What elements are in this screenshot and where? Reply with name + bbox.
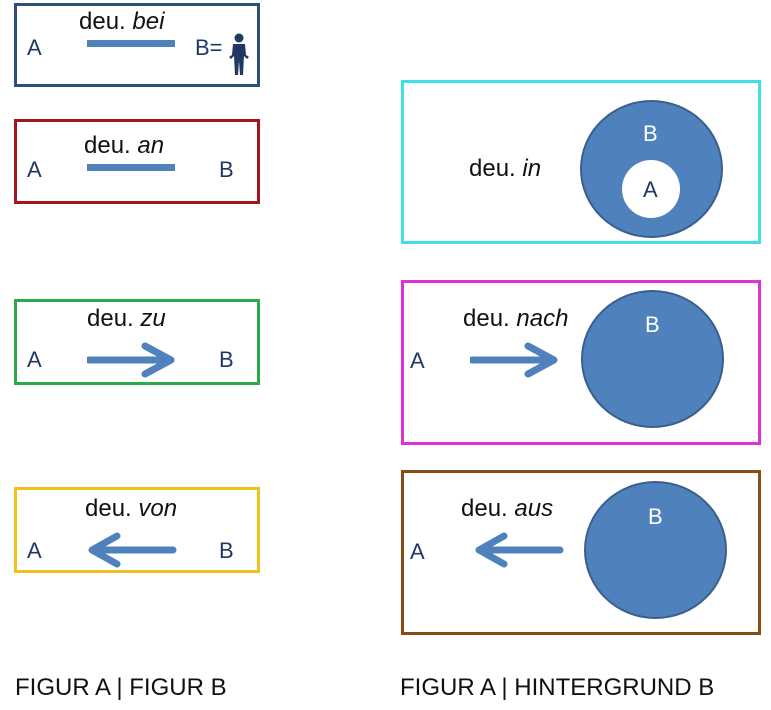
von-label: deu. von xyxy=(85,497,177,521)
zu-b: B xyxy=(219,347,234,372)
in-box: deu. in B A xyxy=(401,80,761,244)
bei-line xyxy=(87,40,175,47)
caption-left: FIGUR A | FIGUR B xyxy=(15,674,227,701)
an-b: B xyxy=(219,157,234,182)
nach-circle-label: B xyxy=(645,312,660,337)
zu-a: A xyxy=(27,347,42,372)
bei-box: deu. bei A B= xyxy=(14,3,260,87)
an-word: an xyxy=(137,132,165,159)
person-icon xyxy=(229,33,249,75)
von-a: A xyxy=(27,538,42,563)
aus-a: A xyxy=(410,539,425,564)
nach-word: nach xyxy=(516,305,569,332)
in-word: in xyxy=(522,155,542,182)
bei-a: A xyxy=(27,35,42,60)
bei-word: bei xyxy=(132,8,165,35)
von-arrow xyxy=(88,532,177,568)
aus-word: aus xyxy=(514,495,554,522)
in-circle-label: B xyxy=(643,121,658,146)
von-prefix: deu. xyxy=(85,495,132,522)
zu-arrow xyxy=(87,342,175,378)
bei-b: B= xyxy=(195,35,223,60)
an-prefix: deu. xyxy=(84,132,131,159)
an-a: A xyxy=(27,157,42,182)
bei-prefix: deu. xyxy=(79,8,126,35)
aus-box: deu. aus A B xyxy=(401,470,761,635)
zu-box: deu. zu A B xyxy=(14,299,260,385)
nach-prefix: deu. xyxy=(463,305,510,332)
in-inner-label: A xyxy=(643,177,658,202)
zu-word: zu xyxy=(140,305,166,332)
aus-label: deu. aus xyxy=(461,497,553,521)
an-label: deu. an xyxy=(84,134,164,158)
nach-circle xyxy=(581,290,724,428)
nach-a: A xyxy=(410,348,425,373)
aus-circle-label: B xyxy=(648,504,663,529)
zu-prefix: deu. xyxy=(87,305,134,332)
zu-label: deu. zu xyxy=(87,307,166,331)
von-box: deu. von A B xyxy=(14,487,260,573)
nach-arrow xyxy=(470,342,558,378)
caption-right: FIGUR A | HINTERGRUND B xyxy=(400,674,715,701)
in-label: deu. in xyxy=(469,157,541,181)
an-line xyxy=(87,164,175,171)
nach-box: deu. nach A B xyxy=(401,280,761,445)
in-inner-circle xyxy=(622,160,680,218)
aus-circle xyxy=(584,481,727,619)
aus-arrow xyxy=(475,532,564,568)
von-b: B xyxy=(219,538,234,563)
bei-label: deu. bei xyxy=(79,10,164,34)
von-word: von xyxy=(138,495,178,522)
nach-label: deu. nach xyxy=(463,307,568,331)
aus-prefix: deu. xyxy=(461,495,508,522)
in-prefix: deu. xyxy=(469,155,516,182)
an-box: deu. an A B xyxy=(14,119,260,204)
